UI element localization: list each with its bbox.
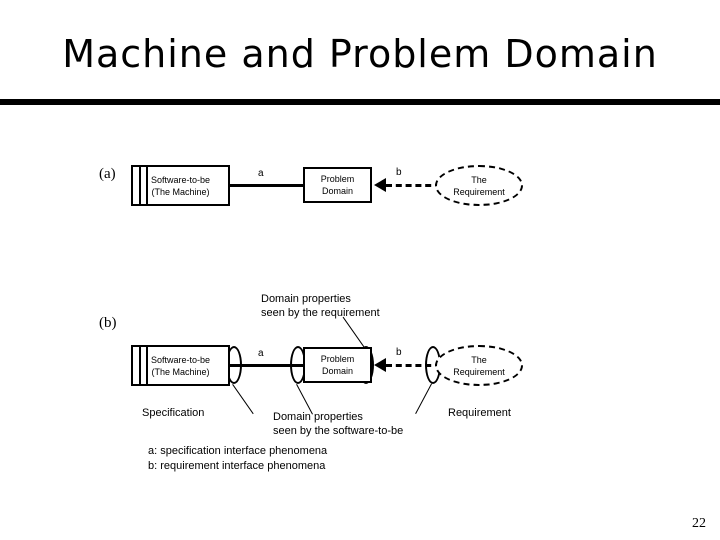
machine-box-diagram-a: Software-to-be (The Machine) [131, 165, 230, 206]
machine-stripe-2-b [146, 347, 148, 384]
callout-domain-properties-software: Domain properties seen by the software-t… [273, 410, 403, 438]
edge-b-label-diagram-a: b [396, 167, 402, 178]
edge-b-label-diagram-b: b [396, 347, 402, 358]
page-number: 22 [692, 516, 706, 531]
requirement-ellipse-diagram-b: The Requirement [435, 345, 523, 386]
requirement-label-line2-b: Requirement [453, 366, 505, 377]
edge-a-line-diagram-a [228, 184, 305, 187]
problem-domain-label-line2: Domain [321, 186, 353, 196]
edge-a-label-diagram-b: a [258, 348, 264, 359]
title-divider [0, 99, 720, 105]
leader-line-specification [232, 384, 254, 415]
edge-b-arrowhead-diagram-b [374, 358, 386, 372]
machine-stripe-2 [146, 167, 148, 204]
legend-line-b: b: requirement interface phenomena [148, 460, 326, 472]
edge-a-line-diagram-b [228, 364, 305, 367]
problem-domain-box-diagram-b: Problem Domain [303, 347, 372, 383]
machine-label-line2: (The Machine) [151, 186, 210, 197]
legend-line-a: a: specification interface phenomena [148, 445, 328, 457]
machine-stripe-1 [139, 167, 141, 204]
callout-domain-properties-requirement-line1: Domain properties [261, 293, 351, 305]
machine-stripe-1-b [139, 347, 141, 384]
machine-label-line2-b: (The Machine) [151, 366, 210, 377]
requirement-label-line1: The [471, 174, 487, 185]
requirement-label-line2: Requirement [453, 186, 505, 197]
problem-domain-label-line1: Problem [320, 174, 355, 184]
leader-line-requirement [415, 383, 432, 415]
page-title: Machine and Problem Domain [62, 32, 658, 76]
legend: a: specification interface phenomena b: … [148, 444, 327, 474]
machine-label-line1-b: Software-to-be [150, 354, 211, 365]
requirement-ellipse-diagram-a: The Requirement [435, 165, 523, 206]
machine-box-diagram-b: Software-to-be (The Machine) [131, 345, 230, 386]
problem-domain-label-line2-b: Domain [321, 366, 353, 376]
panel-label-b: (b) [99, 315, 117, 331]
edge-b-line-diagram-a [386, 184, 441, 187]
machine-label-line1: Software-to-be [150, 174, 211, 185]
callout-domain-properties-requirement-line2: seen by the requirement [261, 307, 380, 319]
callout-domain-properties-software-line1: Domain properties [273, 411, 363, 423]
edge-a-label-diagram-a: a [258, 168, 264, 179]
problem-domain-box-diagram-a: Problem Domain [303, 167, 372, 203]
edge-b-arrowhead-diagram-a [374, 178, 386, 192]
callout-domain-properties-requirement: Domain properties seen by the requiremen… [261, 292, 380, 320]
requirement-label-line1-b: The [471, 354, 487, 365]
callout-specification: Specification [142, 407, 205, 419]
callout-domain-properties-software-line2: seen by the software-to-be [273, 425, 404, 437]
callout-requirement: Requirement [448, 407, 511, 419]
problem-domain-label-line1-b: Problem [320, 354, 355, 364]
panel-label-a: (a) [99, 166, 116, 182]
edge-b-line-diagram-b [386, 364, 441, 367]
